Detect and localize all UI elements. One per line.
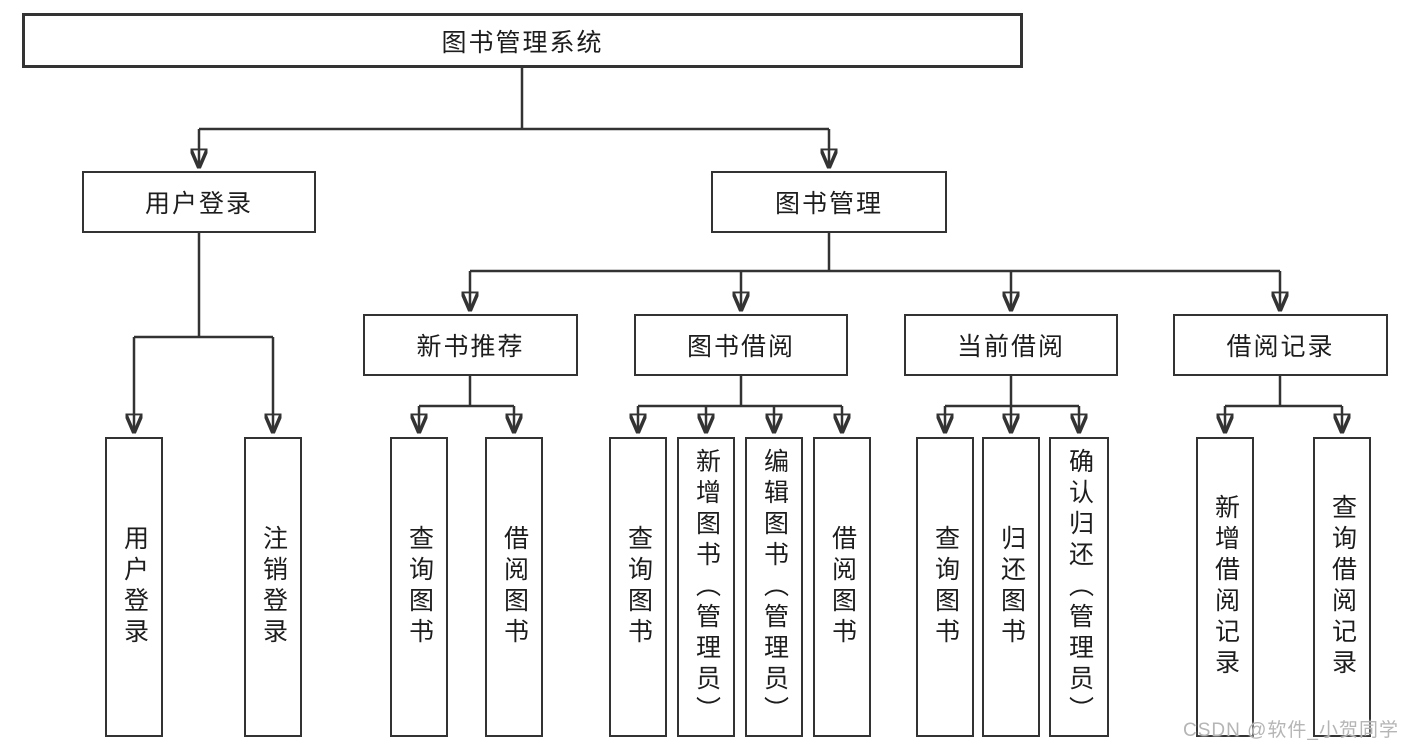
leaf-label: 借阅图书 [500,525,529,649]
node-user-login-action: 用户登录 [105,437,163,737]
leaf-label: 新增图书（管理员） [692,447,721,727]
node-newbook-borrow-books: 借阅图书 [485,437,543,737]
leaf-label: 新增借阅记录 [1211,494,1240,680]
leaf-label: 归还图书 [997,525,1026,649]
node-borrow-borrow-books: 借阅图书 [813,437,871,737]
root-to-level2-connectors [199,68,829,167]
csdn-watermark: CSDN @软件_小贺同学 [1183,720,1399,741]
leaf-label: 借阅图书 [828,525,857,649]
node-current-query-books: 查询图书 [916,437,974,737]
current-borrow-children-connectors [945,376,1079,432]
node-current-confirm-return-admin: 确认归还（管理员） [1049,437,1109,737]
node-label: 图书管理系统 [441,28,604,57]
node-book-management: 图书管理 [711,171,947,233]
leaf-label: 注销登录 [259,525,288,649]
node-record-add-record: 新增借阅记录 [1196,437,1254,737]
node-record-query-record: 查询借阅记录 [1313,437,1371,737]
new-book-children-connectors [419,376,514,432]
node-label: 借阅记录 [1226,333,1335,361]
node-logout: 注销登录 [244,437,302,737]
node-label: 图书管理 [774,190,883,218]
leaf-label: 查询图书 [931,525,960,649]
book-mgmt-children-connectors [470,233,1280,310]
node-borrow-record: 借阅记录 [1173,314,1388,376]
node-book-borrow: 图书借阅 [634,314,848,376]
leaf-label: 确认归还（管理员） [1065,447,1094,727]
leaf-label: 查询借阅记录 [1328,494,1357,680]
leaf-label: 用户登录 [120,525,149,649]
borrow-record-children-connectors [1225,376,1342,432]
leaf-label: 查询图书 [624,525,653,649]
node-borrow-edit-book-admin: 编辑图书（管理员） [745,437,803,737]
node-current-return-books: 归还图书 [982,437,1040,737]
node-label: 图书借阅 [686,333,795,361]
node-borrow-add-book-admin: 新增图书（管理员） [677,437,735,737]
book-borrow-children-connectors [638,376,842,432]
node-library-system-root: 图书管理系统 [22,13,1023,68]
node-label: 当前借阅 [956,333,1065,361]
node-current-borrow: 当前借阅 [904,314,1118,376]
leaf-label: 查询图书 [405,525,434,649]
node-borrow-query-books: 查询图书 [609,437,667,737]
leaf-label: 编辑图书（管理员） [760,447,789,727]
user-login-children-connectors [134,233,273,432]
node-new-book-recommend: 新书推荐 [363,314,578,376]
node-user-login: 用户登录 [82,171,316,233]
node-label: 用户登录 [144,190,253,218]
node-newbook-query-books: 查询图书 [390,437,448,737]
node-label: 新书推荐 [416,333,525,361]
